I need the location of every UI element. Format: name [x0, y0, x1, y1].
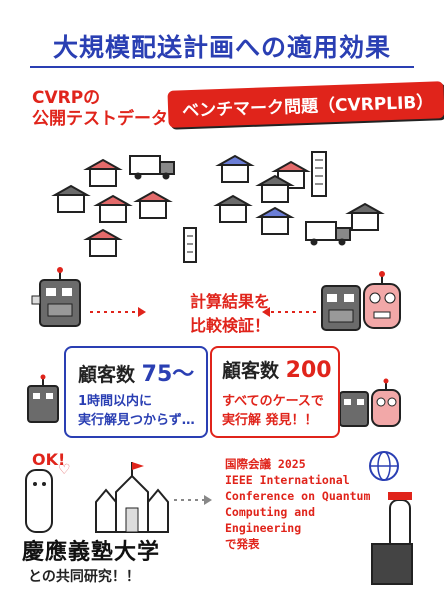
- robot-icon: [339, 391, 369, 427]
- house-icon: [213, 194, 253, 223]
- robot-icon: [321, 285, 361, 331]
- speaker-icon: [371, 492, 413, 585]
- conference-line-5: Engineering: [225, 521, 302, 535]
- box-note-line-2: 実行解見つからず…: [78, 413, 195, 428]
- truck-icon: [129, 155, 175, 180]
- house-icon: [93, 194, 133, 223]
- house-icon: [51, 184, 91, 213]
- building-icon: [183, 227, 197, 263]
- subtitle-line-2: 公開テストデータ: [32, 109, 168, 129]
- verify-line-1: 計算結果を: [189, 292, 270, 311]
- subtitle-line-1: CVRPの: [32, 88, 101, 108]
- box-note-line-2: 実行解 発見！！: [222, 413, 318, 428]
- box-note: 1時間以内に 実行解見つからず…: [78, 392, 195, 430]
- robot-icon: [31, 267, 81, 327]
- ok-label: OK!: [32, 450, 66, 469]
- conference-line-1: 国際会議 2025: [225, 457, 306, 471]
- verify-caption: 計算結果を 比較検証！: [150, 290, 310, 338]
- house-icon: [345, 202, 385, 231]
- character-icon: [25, 469, 53, 533]
- box-note: すべてのケースで 実行解 発見！！: [222, 392, 324, 430]
- title-divider: [30, 66, 414, 68]
- heart-icon: ♡: [58, 462, 71, 478]
- house-icon: [255, 206, 295, 235]
- conference-line-4: Computing and: [225, 505, 316, 519]
- result-box-200: 顧客数 200 すべてのケースで 実行解 発見！！: [210, 346, 340, 438]
- box-heading: 顧客数 200: [222, 356, 332, 383]
- box-heading: 顧客数 75〜: [78, 356, 194, 388]
- box-note-line-1: 1時間以内に: [78, 394, 153, 409]
- collaboration-note: との共同研究！！: [28, 569, 140, 585]
- pink-robot-icon: [371, 378, 401, 427]
- conference-note: 国際会議 2025 IEEE International Conference …: [225, 456, 370, 552]
- box-note-line-1: すべてのケースで: [222, 394, 324, 409]
- result-box-75: 顧客数 75〜 1時間以内に 実行解見つからず…: [64, 346, 208, 438]
- robot-icon: [27, 374, 59, 423]
- house-icon: [215, 154, 255, 183]
- truck-icon: [305, 221, 351, 246]
- university-name: 慶應義塾大学: [22, 540, 161, 565]
- conference-line-2: IEEE International: [225, 473, 350, 487]
- page-title: 大規模配送計画への適用効果: [52, 33, 391, 62]
- conference-line-6: で発表: [225, 537, 260, 551]
- conference-line-3: Conference on Quantum: [225, 489, 371, 503]
- customer-count: 200: [285, 358, 332, 383]
- globe-icon: [369, 451, 399, 481]
- house-icon: [83, 158, 123, 187]
- castle-icon: [95, 462, 169, 533]
- box-heading-prefix: 顧客数: [222, 360, 280, 382]
- house-icon: [133, 190, 173, 219]
- pink-robot-icon: [363, 271, 401, 329]
- box-heading-prefix: 顧客数: [78, 364, 136, 386]
- house-icon: [255, 174, 295, 203]
- building-icon: [311, 151, 327, 197]
- verify-line-2: 比較検証！: [189, 316, 270, 335]
- house-icon: [83, 228, 123, 257]
- customer-count: 75〜: [141, 362, 195, 387]
- subtitle: CVRPの 公開テストデータ: [32, 88, 168, 130]
